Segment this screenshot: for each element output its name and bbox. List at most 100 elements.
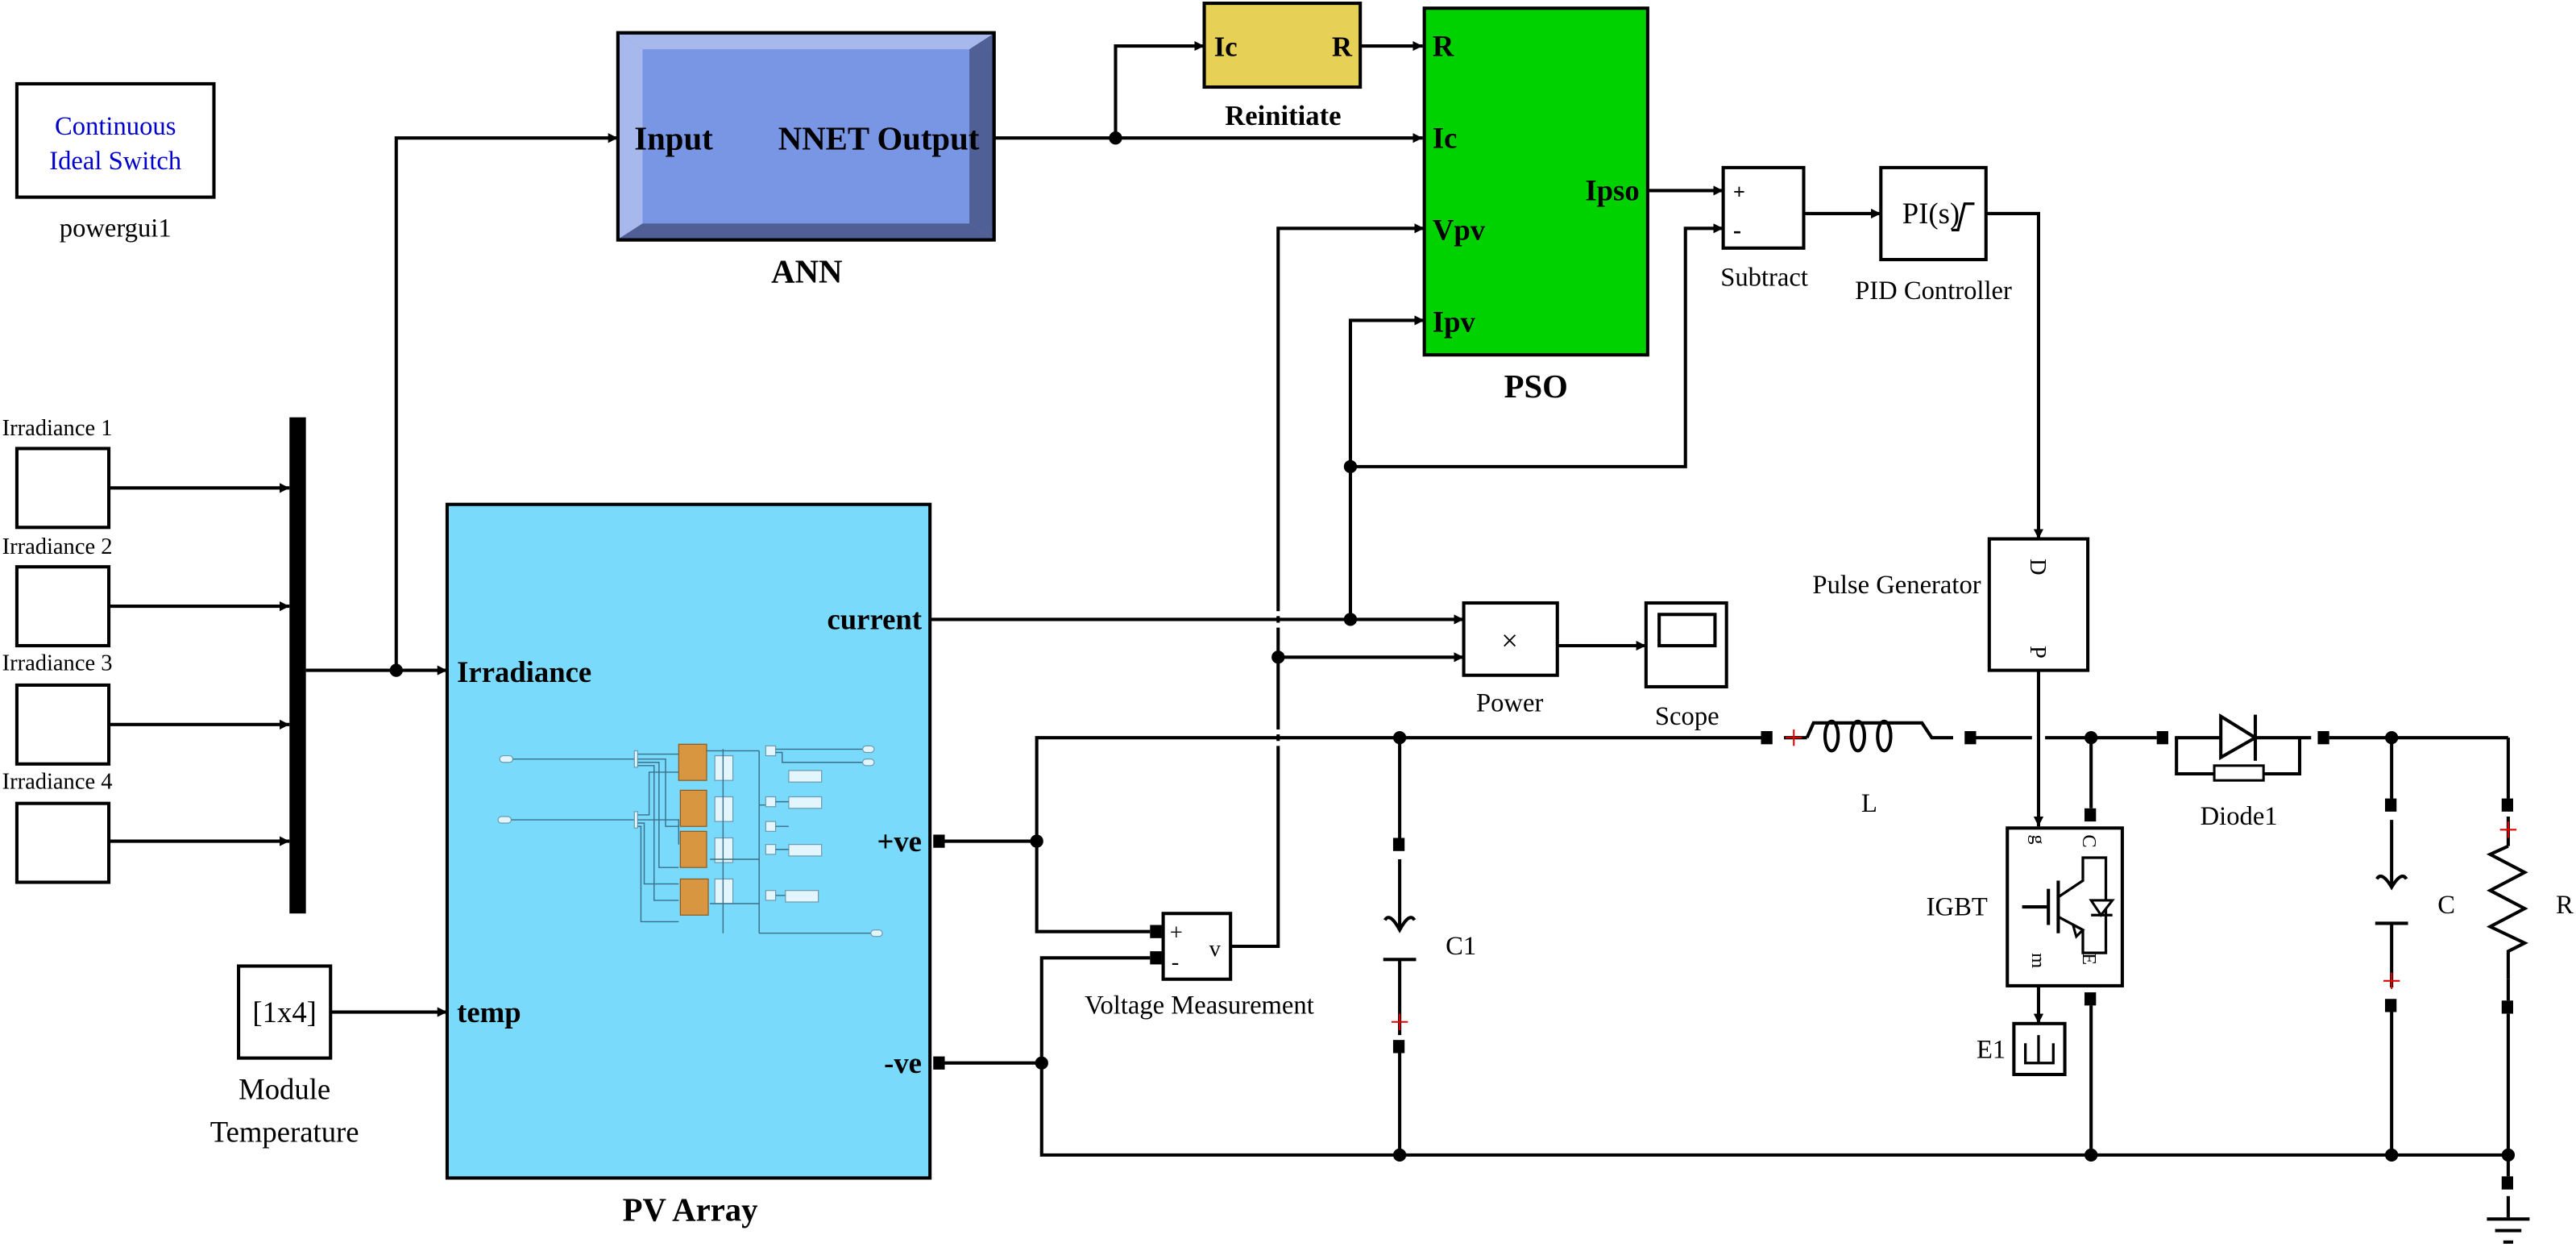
product-icon: × <box>1501 624 1518 657</box>
module-temp-label-2: Temperature <box>210 1116 359 1149</box>
inductor-l[interactable] <box>1761 719 1977 753</box>
pulse-port-p: P <box>2025 646 2050 659</box>
mux-block[interactable] <box>289 417 306 914</box>
capacitor-c[interactable] <box>2375 731 2408 1162</box>
cap-c-label: C <box>2437 891 2455 920</box>
wire-current-subtract <box>1350 223 1724 468</box>
saturation-icon <box>1951 202 1975 231</box>
pv-port-current: current <box>828 603 923 636</box>
pv-subsystem-thumbnail <box>497 743 883 937</box>
capacitor-c1[interactable] <box>1383 731 1417 1162</box>
igbt-block[interactable]: g C m E <box>2006 808 2124 1006</box>
e1-terminator-block[interactable] <box>2012 1021 2067 1077</box>
diode-label: Diode1 <box>2201 802 2278 831</box>
scope-label: Scope <box>1655 702 1719 731</box>
pulse-port-d: D <box>2025 559 2050 576</box>
polarity-plus-icon <box>2383 972 2400 990</box>
wire-pid-pulse <box>1985 211 2044 539</box>
reinitiate-in-port: Ic <box>1214 31 1238 62</box>
igbt-port-c: C <box>2078 834 2100 847</box>
wire-neg-vm <box>1039 956 1151 1063</box>
igbt-label: IGBT <box>1927 892 1988 921</box>
subtract-label: Subtract <box>1720 264 1808 293</box>
diode-block[interactable] <box>2156 713 2329 782</box>
reinitiate-out-port: R <box>1332 31 1353 62</box>
irradiance-label-3: Irradiance 3 <box>2 651 113 676</box>
polarity-plus-icon <box>2499 821 2517 838</box>
powergui-label: powergui1 <box>60 214 172 243</box>
vm-minus: - <box>1172 950 1180 975</box>
wire-top-bus <box>1035 736 1761 842</box>
ann-input-port: Input <box>634 120 713 156</box>
powergui-line2: Ideal Switch <box>49 147 181 176</box>
pv-port-pos: +ve <box>877 825 922 858</box>
ann-label: ANN <box>771 254 842 290</box>
pso-port-vpv: Vpv <box>1433 214 1486 247</box>
ground-block[interactable] <box>2487 1154 2530 1244</box>
subtract-block[interactable]: + - <box>1721 165 1806 250</box>
voltage-measurement-label: Voltage Measurement <box>1085 991 1314 1020</box>
wire-ann-reinit <box>1114 40 1205 139</box>
voltage-measurement-block[interactable]: + - v <box>1150 912 1233 981</box>
irradiance-label-4: Irradiance 4 <box>2 769 113 794</box>
pulse-generator-label: Pulse Generator <box>1812 571 1981 600</box>
reinitiate-block[interactable]: Ic R <box>1202 2 1363 89</box>
module-temperature-block[interactable]: [1x4] <box>237 964 333 1060</box>
wire-crossing-gap <box>1271 622 1285 628</box>
pid-label: PID Controller <box>1855 276 2012 306</box>
igbt-port-m: m <box>2027 953 2049 968</box>
wire-voltage-pso-vpv <box>1230 223 1425 949</box>
scope-block[interactable] <box>1644 601 1728 689</box>
igbt-port-e: E <box>2078 953 2100 965</box>
irradiance-block-1[interactable] <box>15 447 111 530</box>
resistor-block[interactable] <box>2486 738 2528 1162</box>
power-label: Power <box>1476 689 1543 718</box>
pid-controller-block[interactable]: PI(s) <box>1879 165 1988 262</box>
pulse-generator-block[interactable]: D P <box>1987 537 2090 672</box>
wire-bottom-bus <box>1039 1062 2508 1157</box>
module-temp-label-1: Module <box>239 1073 330 1106</box>
polarity-plus-icon <box>1786 729 1802 746</box>
scope-screen-icon <box>1657 613 1717 648</box>
igbt-symbol-icon <box>2022 856 2115 954</box>
ann-block[interactable]: Input NNET Output <box>616 31 996 242</box>
pv-pos-terminal <box>933 834 945 848</box>
pso-port-ipso: Ipso <box>1585 174 1639 207</box>
pv-array-block[interactable]: Irradiance temp current +ve -ve <box>445 502 932 1180</box>
irradiance-block-4[interactable] <box>15 801 111 884</box>
pso-port-r: R <box>1433 29 1454 62</box>
pv-port-irradiance: Irradiance <box>457 655 591 688</box>
powergui-line1: Continuous <box>55 112 176 141</box>
pv-array-label: PV Array <box>623 1191 758 1228</box>
pv-port-neg: -ve <box>884 1046 922 1079</box>
pid-text: PI(s) <box>1902 197 1960 230</box>
pso-port-ipv: Ipv <box>1433 306 1476 339</box>
irradiance-block-3[interactable] <box>15 683 111 766</box>
reinitiate-label: Reinitiate <box>1225 101 1341 131</box>
e1-label: E1 <box>1977 1036 2006 1065</box>
resistor-label: R <box>2556 891 2574 920</box>
pso-label: PSO <box>1504 368 1568 405</box>
terminator-icon <box>2024 1035 2055 1065</box>
vm-out: v <box>1209 937 1222 962</box>
irradiance-block-2[interactable] <box>15 565 111 648</box>
vm-plus: + <box>1170 921 1183 946</box>
irradiance-label-1: Irradiance 1 <box>2 416 113 441</box>
wire-current-pso-ipv <box>1348 315 1425 620</box>
subtract-minus: - <box>1733 217 1741 244</box>
powergui-block[interactable]: Continuous Ideal Switch <box>15 81 216 199</box>
pso-port-ic: Ic <box>1433 121 1458 154</box>
junction-dot <box>2084 1148 2098 1162</box>
inductor-label: L <box>1861 789 1877 818</box>
subtract-plus: + <box>1733 180 1745 204</box>
module-temp-value: [1x4] <box>252 996 316 1029</box>
irradiance-label-2: Irradiance 2 <box>2 534 113 559</box>
wire-mux-ann <box>394 133 618 671</box>
c1-label: C1 <box>1446 932 1476 961</box>
wire-crossing-gap <box>1271 741 1285 746</box>
power-product-block[interactable]: × <box>1462 601 1559 677</box>
wire-crossing-gap <box>1271 729 1285 735</box>
ann-output-port: NNET Output <box>778 120 980 156</box>
pv-neg-terminal <box>933 1056 945 1070</box>
pso-block[interactable]: R Ic Vpv Ipv Ipso <box>1422 6 1649 357</box>
